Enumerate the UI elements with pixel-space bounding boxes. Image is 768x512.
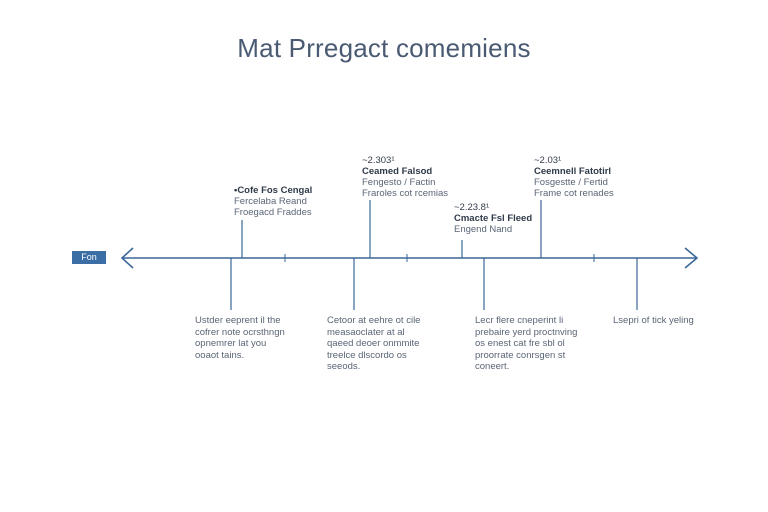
note-3: Lecr flere cneperint li prebaire yerd pr… xyxy=(475,315,578,372)
event-date: ~2.03¹ xyxy=(534,155,562,166)
left-arrowhead xyxy=(120,247,134,269)
event-title: •Cofe Fos Cengal xyxy=(234,185,313,196)
event-4: ~2.03¹ Ceemnell Fatotirl Fosgestte / Fer… xyxy=(534,155,614,199)
event-1: •Cofe Fos Cengal Fercelaba Reand Froegac… xyxy=(234,185,312,218)
page-title: Mat Prregact comemiens xyxy=(237,33,531,63)
event-detail: Fraroles cot rcemias xyxy=(362,188,449,199)
right-arrowhead xyxy=(684,247,699,269)
event-2: ~2.303¹ Ceamed Falsod Fengesto / Factin … xyxy=(362,155,448,199)
event-subtitle: Fercelaba Reand xyxy=(234,196,307,207)
event-detail: Frame cot renades xyxy=(534,188,614,199)
event-date: ~2.23.8¹ xyxy=(454,202,490,213)
event-3: ~2.23.8¹ Cmacte Fsl Fleed Engend Nand xyxy=(454,202,532,235)
note-2: Cetoor at eehre ot cile measaoclater at … xyxy=(327,315,421,372)
event-title: Cmacte Fsl Fleed xyxy=(454,213,533,224)
note-4: Lsepri of tick yeling xyxy=(613,315,694,326)
event-date: ~2.303¹ xyxy=(362,155,395,166)
event-title: Ceamed Falsod xyxy=(362,166,433,177)
event-subtitle: Fengesto / Factin xyxy=(362,177,436,188)
event-subtitle: Fosgestte / Fertid xyxy=(534,177,608,188)
note-1: Ustder eeprent il the cofrer note ocrsth… xyxy=(195,315,285,361)
event-subtitle: Engend Nand xyxy=(454,224,513,235)
start-label-badge: Fon xyxy=(72,251,106,264)
event-title: Ceemnell Fatotirl xyxy=(534,166,612,177)
event-detail: Froegacd Fraddes xyxy=(234,207,312,218)
